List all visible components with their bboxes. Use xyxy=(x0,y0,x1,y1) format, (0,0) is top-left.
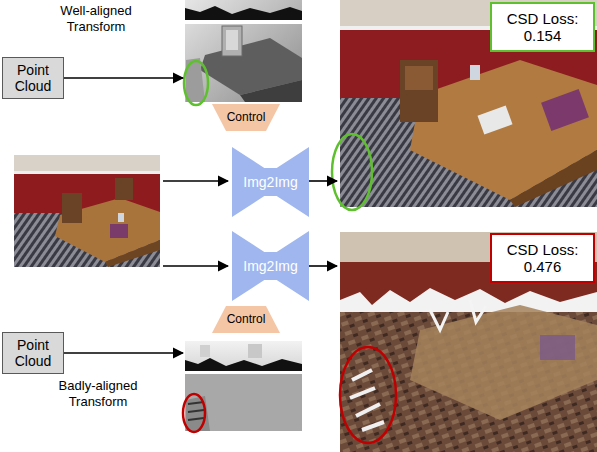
arrow xyxy=(309,180,337,182)
trapezoid-fill xyxy=(212,104,280,131)
control-block: Control xyxy=(212,104,280,131)
loss-box: CSD Loss: 0.154 xyxy=(490,2,595,52)
depth-map-bad xyxy=(185,341,302,431)
input-box: Point Cloud xyxy=(2,332,64,374)
arrow xyxy=(64,352,183,354)
step-label: Well-aligned Transform xyxy=(50,3,142,34)
input-box: Point Cloud xyxy=(2,57,64,99)
highlight-ellipse xyxy=(332,134,372,210)
model-block: Img2Img xyxy=(232,231,309,301)
loss-value: CSD Loss: 0.154 xyxy=(504,10,581,45)
node-label: Control xyxy=(227,111,266,125)
highlight-ellipse xyxy=(184,61,208,105)
node-label: Img2Img xyxy=(243,258,297,274)
highlight-ellipse xyxy=(340,347,396,443)
model-block: Img2Img xyxy=(232,147,309,217)
trapezoid-fill xyxy=(212,306,280,333)
arrow xyxy=(309,265,337,267)
depth-map-good xyxy=(185,0,302,102)
node-label: Control xyxy=(227,313,266,327)
hourglass-fill xyxy=(232,147,309,217)
node-label: Img2Img xyxy=(243,174,297,190)
output-photo-bad xyxy=(340,232,597,452)
loss-box: CSD Loss: 0.476 xyxy=(490,233,595,283)
arrow xyxy=(163,265,228,267)
highlight-ellipse xyxy=(183,394,205,432)
arrow xyxy=(163,180,228,182)
hourglass-fill xyxy=(232,231,309,301)
control-block: Control xyxy=(212,306,280,333)
arrow xyxy=(64,77,183,79)
node-label: Point Cloud xyxy=(6,337,60,369)
step-label: Badly-aligned Transform xyxy=(50,378,146,409)
node-label: Point Cloud xyxy=(6,62,60,94)
loss-value: CSD Loss: 0.476 xyxy=(504,241,581,276)
output-photo-good xyxy=(340,0,597,207)
input-photo xyxy=(14,155,160,267)
